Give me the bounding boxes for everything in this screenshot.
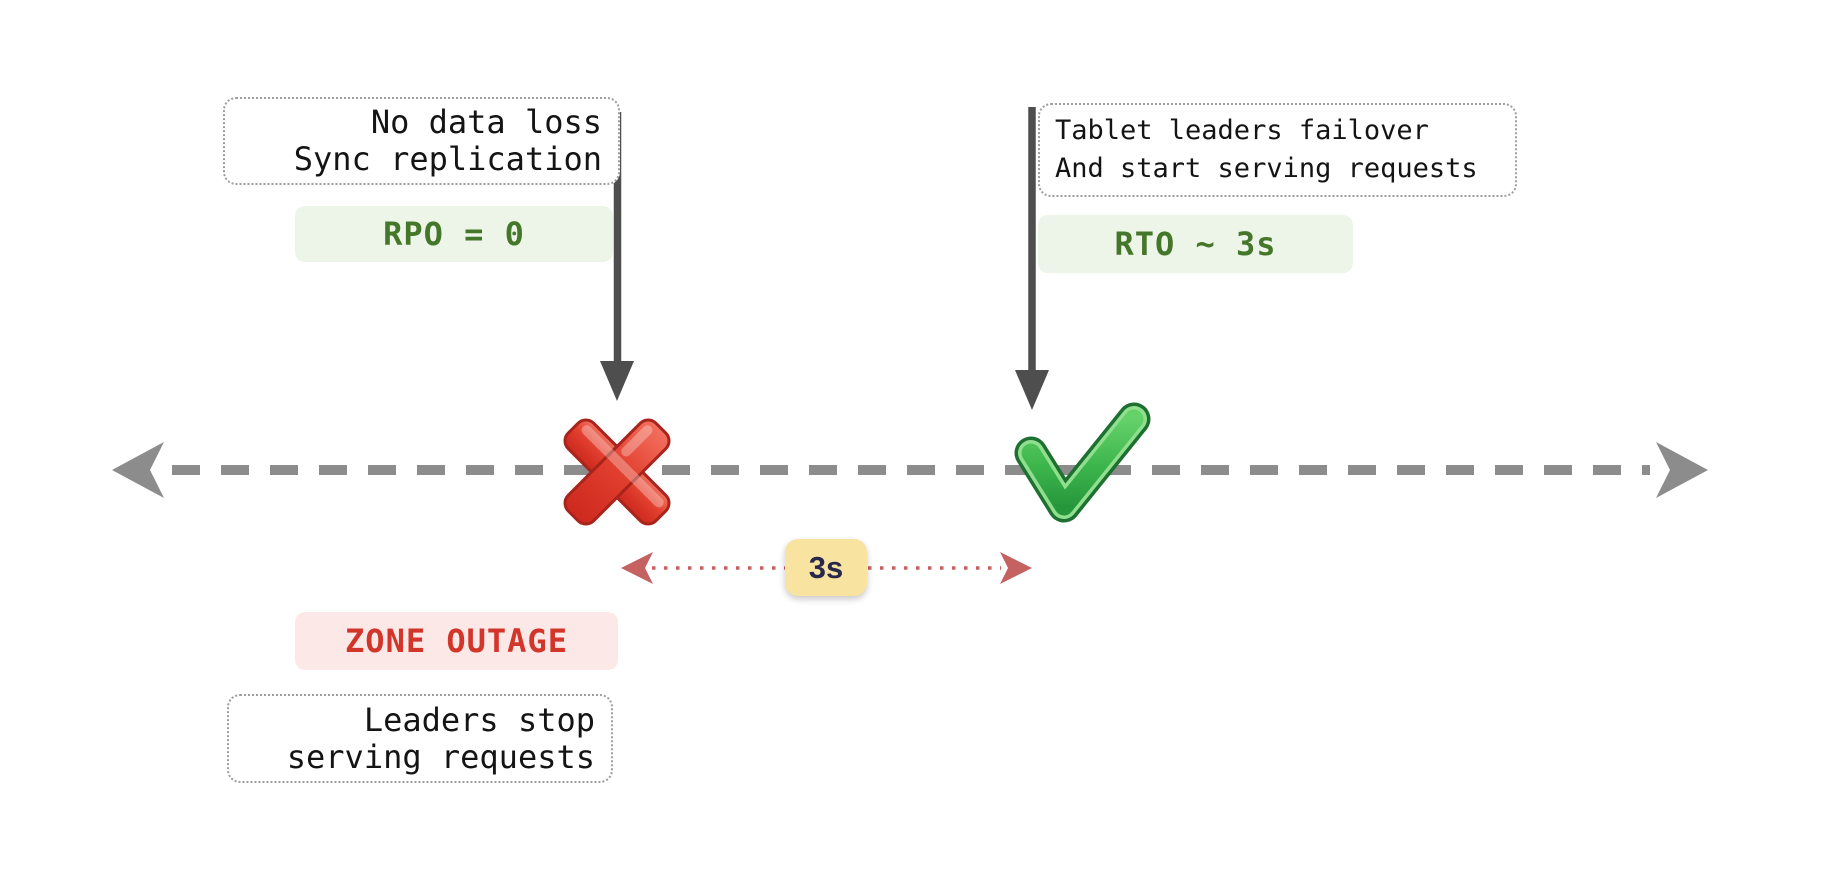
zone-outage-badge: ZONE OUTAGE <box>295 612 618 670</box>
note-line: serving requests <box>286 737 595 776</box>
duration-badge-label: 3s <box>808 549 844 585</box>
rpo-badge-label: RPO = 0 <box>383 215 525 253</box>
rpo-badge: RPO = 0 <box>295 206 613 262</box>
note-leaders-stop: Leaders stop serving requests <box>227 694 613 783</box>
note-line: No data loss <box>370 103 602 141</box>
timeline-left-arrow-icon <box>112 442 164 498</box>
note-line: Tablet leaders failover <box>1055 115 1429 146</box>
timeline-right-arrow-icon <box>1656 442 1708 498</box>
note-no-data-loss: No data loss Sync replication <box>223 97 620 185</box>
note-failover: Tablet leaders failover And start servin… <box>1038 103 1517 197</box>
zone-outage-badge-label: ZONE OUTAGE <box>345 622 568 660</box>
duration-badge: 3s <box>785 539 867 596</box>
note-line: Sync replication <box>293 140 602 178</box>
check-mark-icon <box>1014 402 1151 523</box>
timeline-dashed-axis <box>112 442 1708 498</box>
rto-badge: RTO ~ 3s <box>1038 215 1353 273</box>
note-line: And start serving requests <box>1055 153 1478 184</box>
note-line: Leaders stop <box>363 700 595 739</box>
duration-span-arrow-icon <box>621 552 1032 584</box>
failover-pointer-down-arrow-icon <box>1015 107 1049 410</box>
rto-badge-label: RTO ~ 3s <box>1114 225 1277 263</box>
cross-mark-icon <box>563 418 671 526</box>
